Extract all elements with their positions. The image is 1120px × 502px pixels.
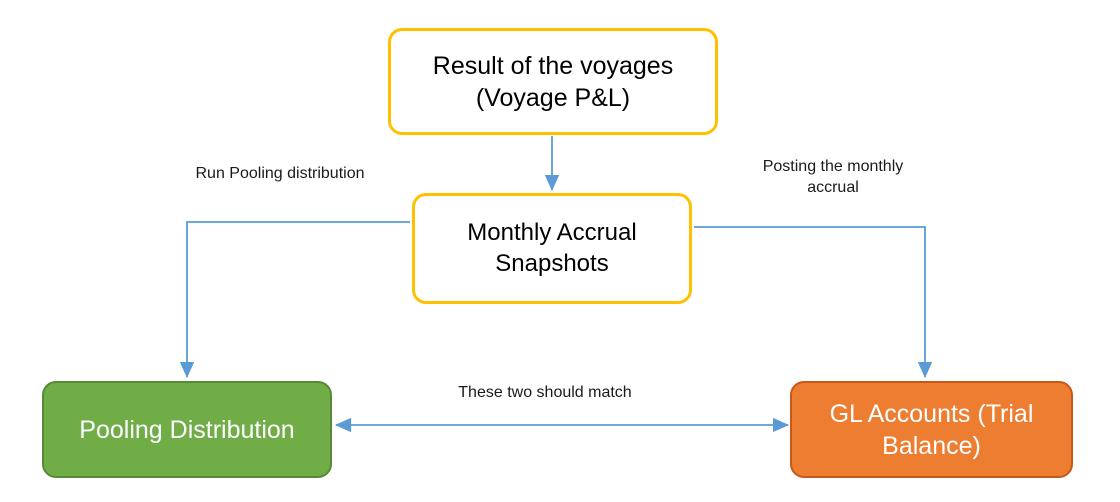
node-voyage-result[interactable]: Result of the voyages (Voyage P&L) [388, 28, 718, 135]
node-pooling-distribution-label: Pooling Distribution [79, 415, 295, 444]
node-voyage-result-label: Result of the voyages (Voyage P&L) [432, 51, 674, 112]
node-monthly-accrual-label: Monthly Accrual Snapshots [467, 218, 637, 277]
node-gl-accounts-label: GL Accounts (Trial Balance) [829, 399, 1034, 460]
edge-label-posting-the-monthly-accrual: Posting the monthly accrual [762, 158, 904, 196]
edge-accrual-to-pooling [179, 221, 410, 379]
node-monthly-accrual[interactable]: Monthly Accrual Snapshots [412, 193, 692, 304]
edge-accrual-to-gl [694, 226, 933, 379]
node-pooling-distribution[interactable]: Pooling Distribution [42, 381, 332, 478]
node-gl-accounts[interactable]: GL Accounts (Trial Balance) [790, 381, 1073, 478]
edge-label-run-pooling-distribution: Run Pooling distribution [195, 165, 365, 182]
edge-label-these-two-should-match: These two should match [458, 384, 632, 401]
